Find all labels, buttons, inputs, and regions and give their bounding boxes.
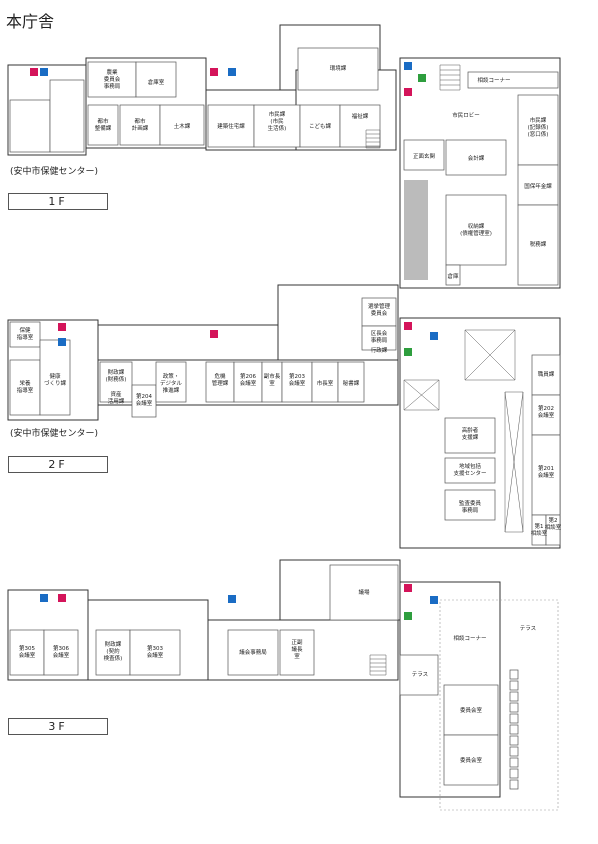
elevator-icon: [404, 62, 412, 70]
room-chiiki: 地域包括支援センター: [453, 462, 486, 477]
f2-health-center-note: (安中市保健センター): [10, 429, 99, 439]
room-zaisei-keiyaku: 財政課(契約検査係): [104, 640, 123, 662]
room-shuno: 収納課(債権管理室): [460, 222, 492, 237]
room-storage: 倉庫室: [148, 78, 165, 86]
room-kucho: 区長会事務局: [371, 329, 388, 344]
room-shisan: 資産活用課: [108, 390, 125, 405]
restroom-female-icon: [404, 584, 412, 592]
room-zeimu: 税務課: [530, 240, 547, 248]
room-sodan-corner: 相談コーナー: [477, 76, 510, 84]
f3-floor-label: 3F: [8, 718, 108, 735]
room-eiyo: 栄養指導室: [17, 379, 34, 394]
accessible-restroom-icon: [404, 348, 412, 356]
page-title: 本庁舎: [6, 12, 55, 31]
accessible-restroom-icon: [404, 612, 412, 620]
room-shokuin: 職員課: [538, 370, 555, 378]
room-shimin: 市民課(記録係)(窓口係): [528, 116, 549, 138]
room-kenko: 健康づくり課: [44, 372, 67, 387]
room-gichou: 正副議長室: [291, 638, 303, 660]
room-hoken: 保健指導室: [17, 326, 34, 341]
entrance-ramp: [404, 180, 428, 280]
room-kaikei: 会計課: [468, 154, 485, 162]
room-toshi-seibi: 都市整備課: [95, 117, 112, 132]
room-fukushi: 福祉課: [352, 112, 369, 120]
room-toshi-keikaku: 都市計画課: [132, 117, 149, 132]
room-shomen-genkan: 正面玄関: [413, 152, 436, 160]
elevator-icon: [430, 332, 438, 340]
restroom-female-icon: [210, 330, 218, 338]
restroom-female-icon: [58, 323, 66, 331]
restroom-female-icon: [30, 68, 38, 76]
room-sosha: 倉庫: [447, 272, 459, 280]
room-hisho: 秘書課: [343, 379, 360, 387]
room-kodomo: こども課: [309, 122, 332, 130]
room-gikai: 議会事務局: [239, 648, 267, 656]
room-kenchiku: 建築住宅課: [217, 122, 245, 130]
room-korei: 高齢者支援課: [462, 426, 479, 441]
restroom-female-icon: [404, 322, 412, 330]
restroom-male-icon: [40, 68, 48, 76]
restroom-male-icon: [228, 68, 236, 76]
room-kankyo: 環境課: [330, 64, 347, 72]
room-terrace-east: テラス: [520, 625, 536, 632]
room-iinkai2: 委員会室: [460, 756, 483, 764]
room-zaisei: 財政課(財務係): [106, 368, 127, 383]
room-kokuho: 国保年金課: [524, 182, 552, 190]
window-column: [509, 669, 519, 790]
room-kansa: 監査委員事務局: [459, 499, 482, 514]
f1-health-center-note: (安中市保健センター): [10, 167, 99, 177]
room-doboku: 土木課: [174, 122, 191, 130]
f1-floor-label: 1F: [8, 193, 108, 210]
room-lobby: 市民ロビー: [452, 111, 480, 119]
elevator-icon: [430, 596, 438, 604]
room-shimin-seikatsu: 市民課(市民生活係): [268, 110, 287, 132]
room-shichou: 市長室: [317, 379, 334, 387]
f2-floor-label: 2F: [8, 456, 108, 473]
restroom-female-icon: [210, 68, 218, 76]
accessible-restroom-icon: [418, 74, 426, 82]
restroom-male-icon: [58, 338, 66, 346]
floor-1f: 農業委員会事務局 倉庫室 都市整備課 都市計画課 土木課 建築住宅課 市民課(市…: [7, 24, 561, 289]
room-fukushicho: 副市長室: [264, 372, 281, 387]
room-gyosei: 行政課: [371, 346, 388, 354]
room-sodan-corner-3f: 相談コーナー: [453, 634, 486, 642]
room-kiki: 危機管理課: [212, 372, 229, 387]
restroom-male-icon: [40, 594, 48, 602]
room-terrace-west: テラス: [412, 671, 428, 678]
room-gijo: 議場: [358, 588, 370, 596]
room-senkyo: 選挙管理委員会: [368, 302, 391, 317]
restroom-male-icon: [228, 595, 236, 603]
restroom-female-icon: [404, 88, 412, 96]
room-iinkai1: 委員会室: [460, 706, 483, 714]
room-nogyo: 農業委員会事務局: [104, 68, 121, 90]
restroom-female-icon: [58, 594, 66, 602]
room-seisaku: 政策・デジタル推進課: [160, 372, 182, 394]
